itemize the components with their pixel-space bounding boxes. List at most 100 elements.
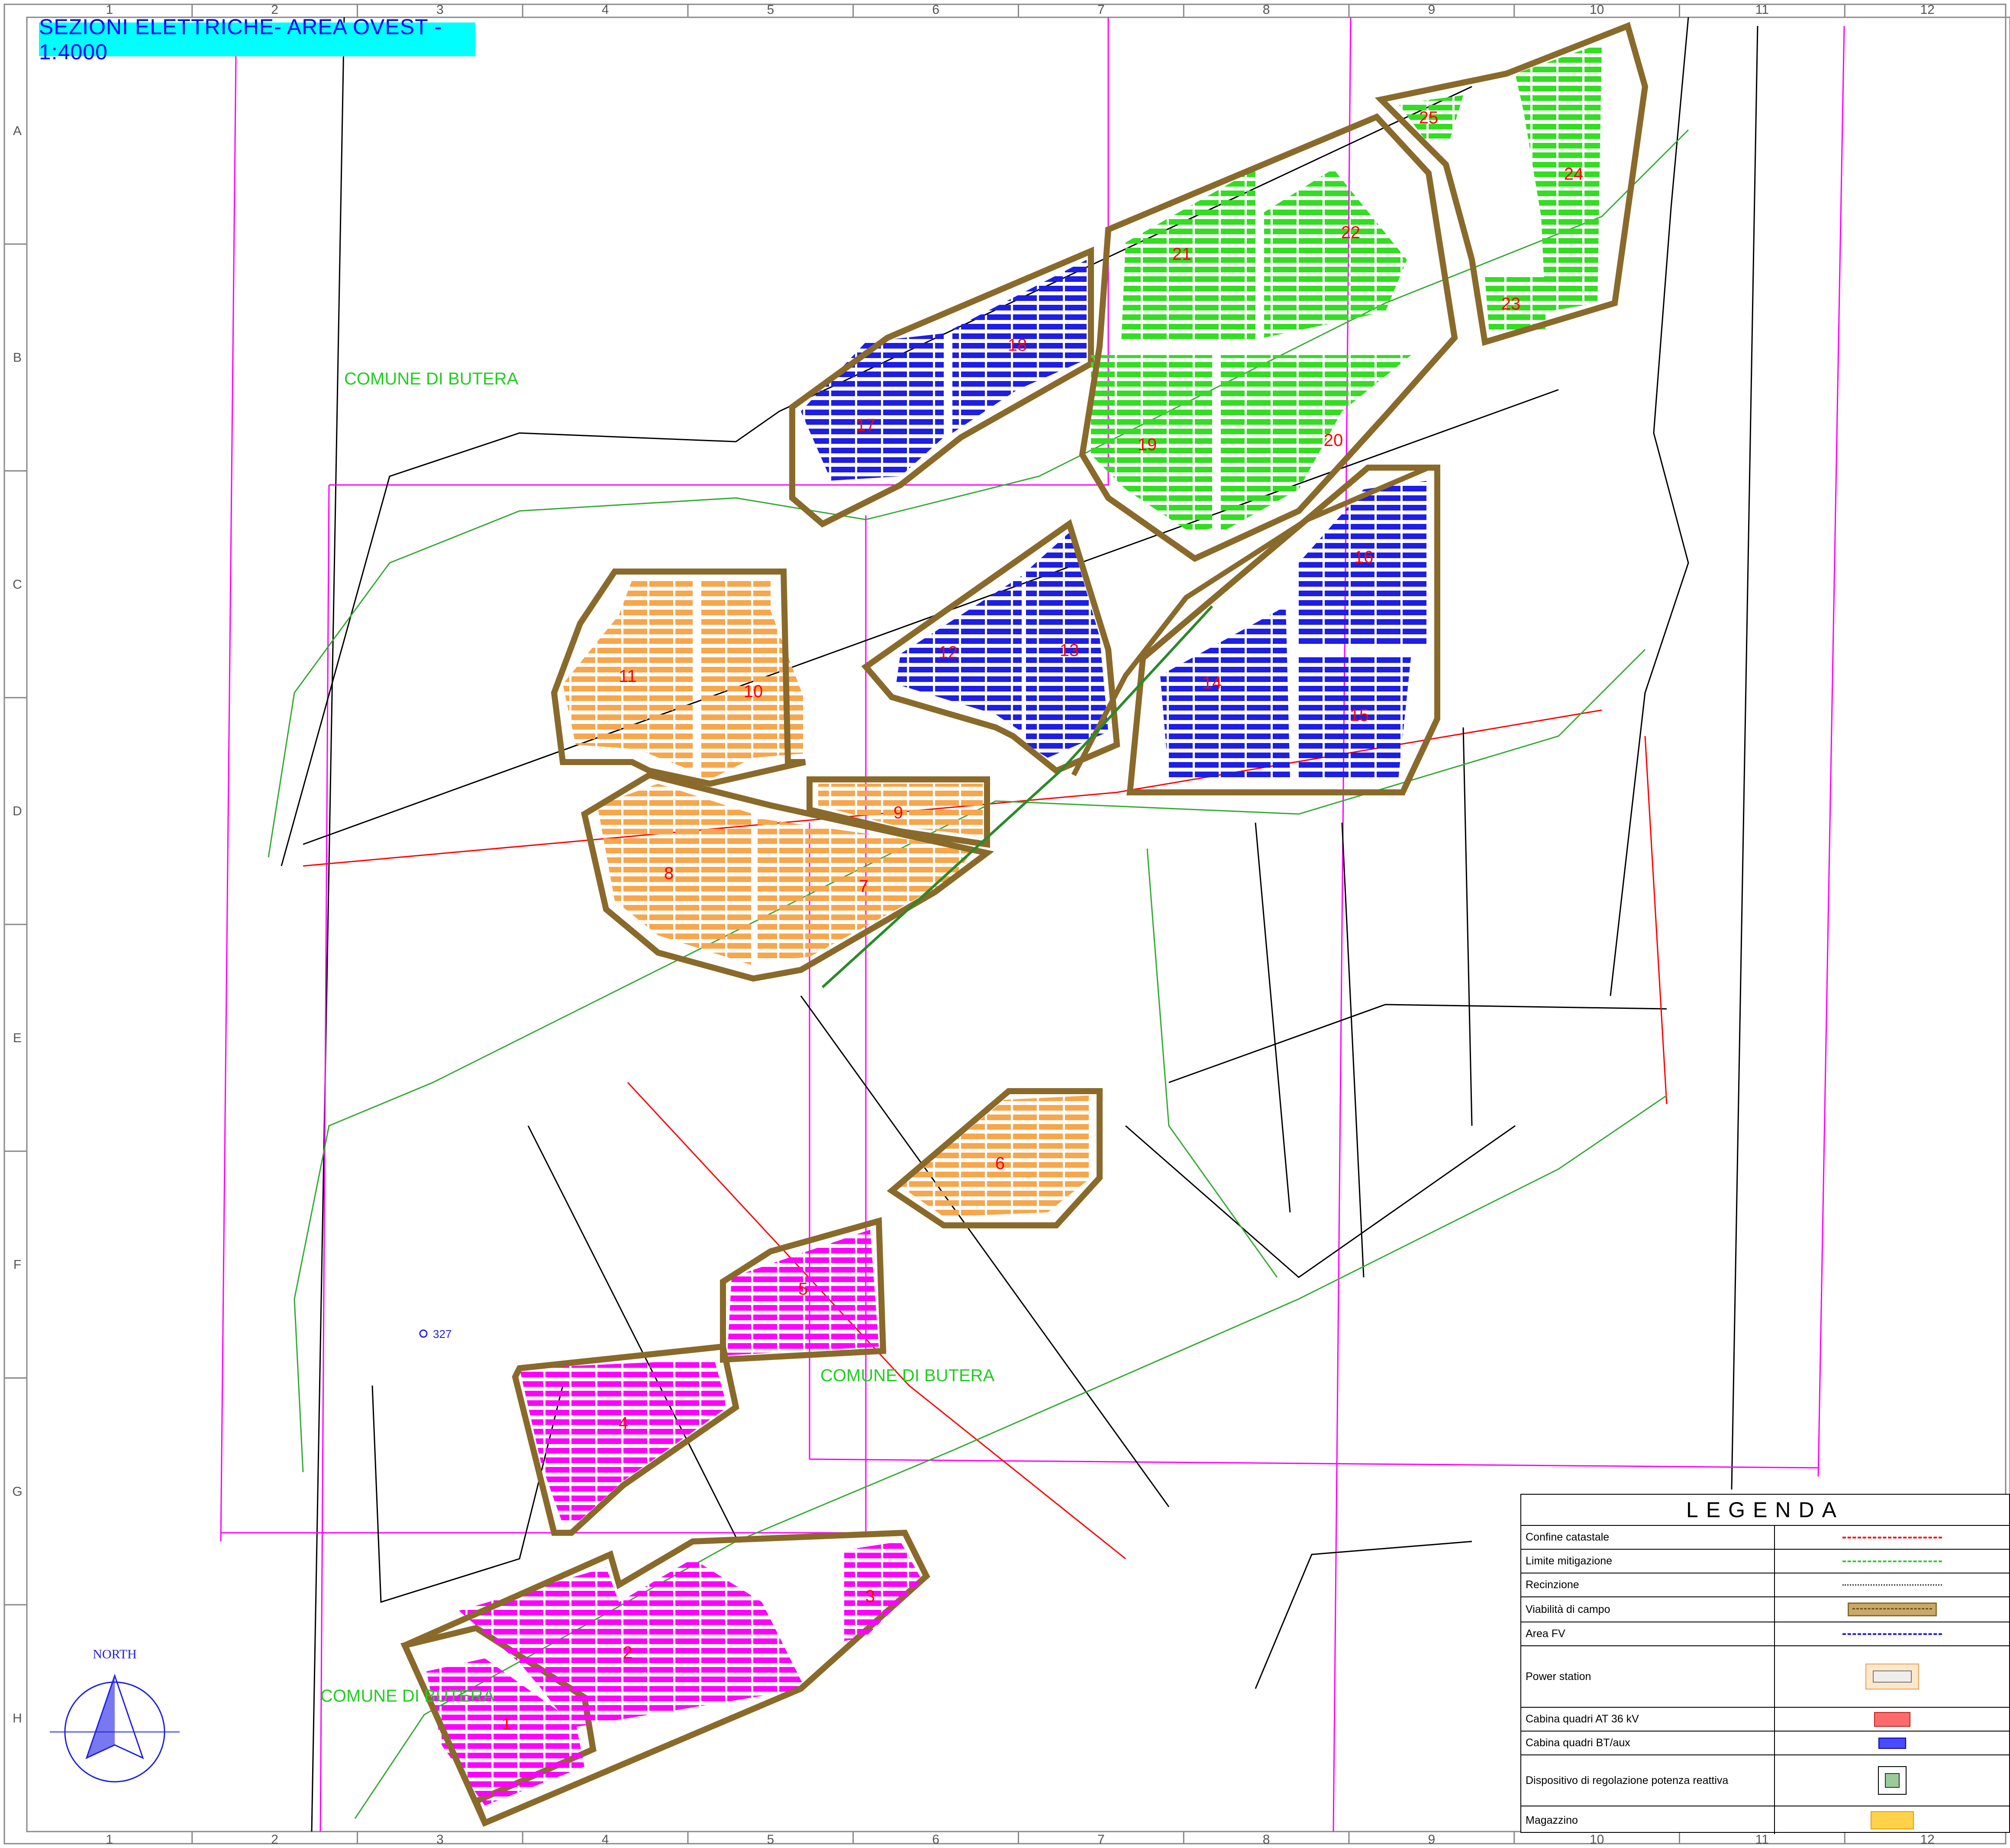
grid-row-label: A: [13, 124, 22, 138]
section-label-22: 22: [1341, 223, 1361, 242]
pv-section-20: [1221, 355, 1411, 533]
grid-row-label: B: [13, 351, 22, 365]
section-label-15: 15: [1350, 706, 1369, 725]
pv-section-9: [807, 776, 990, 848]
grid-row-label: D: [13, 804, 22, 818]
legend-row: Area FV: [1521, 1622, 2009, 1646]
svg-text:327: 327: [433, 1328, 452, 1341]
legend-row: Dispositivo di regolazione potenza reatt…: [1521, 1755, 2009, 1806]
section-label-12: 12: [939, 643, 958, 662]
legend: LEGENDA Confine catastale Limite mitigaz…: [1520, 1494, 2010, 1834]
pv-section-11: [551, 569, 806, 787]
pv-section-5: [720, 1217, 887, 1363]
municipality-labels: COMUNE DI BUTERA COMUNE DI BUTERA COMUNE…: [320, 369, 995, 1706]
grid-column-label: 8: [1263, 1832, 1270, 1847]
legend-label: Cabina quadri BT/aux: [1521, 1732, 1775, 1754]
section-label-2: 2: [623, 1643, 632, 1662]
grid-column-label: 6: [932, 3, 939, 17]
grid-column-label: 2: [271, 3, 278, 17]
pv-section-3: [844, 1541, 922, 1641]
legend-label: Power station: [1521, 1646, 1775, 1707]
pv-section-14: [1160, 606, 1290, 779]
legend-row: Cabina quadri AT 36 kV: [1521, 1708, 2009, 1732]
section-label-21: 21: [1172, 245, 1192, 264]
section-label-8: 8: [664, 864, 674, 883]
pv-section-18: [789, 246, 1094, 528]
section-label-16: 16: [1354, 548, 1374, 567]
municipality-label: COMUNE DI BUTERA: [344, 369, 519, 388]
red-dashed-line-icon: [1842, 1536, 1942, 1538]
legend-label: Viabilità di campo: [1521, 1597, 1775, 1622]
grid-row-label: E: [13, 1031, 22, 1045]
pv-section-13: [861, 519, 1120, 775]
legend-title: LEGENDA: [1521, 1495, 2009, 1526]
grid-column-label: 10: [1590, 3, 1604, 17]
map-title-text: SEZIONI ELETTRICHE- AREA OVEST - 1:4000: [39, 15, 442, 64]
legend-label: Area FV: [1521, 1622, 1775, 1645]
section-label-24: 24: [1564, 165, 1584, 184]
grid-column-label: 7: [1097, 3, 1105, 17]
power-station-icon: [1865, 1664, 1919, 1690]
legend-row: Cabina quadri BT/aux: [1521, 1732, 2009, 1755]
grid-row-label: H: [13, 1711, 22, 1725]
bt-cabin-icon: [1878, 1737, 1906, 1749]
legend-label: Confine catastale: [1521, 1526, 1775, 1549]
reactive-device-icon: [1878, 1766, 1907, 1795]
pv-section-16: [1126, 465, 1440, 795]
road-strip-icon: [1847, 1602, 1937, 1616]
legend-row: Magazzino: [1521, 1806, 2009, 1834]
svg-text:NORTH: NORTH: [93, 1647, 137, 1661]
legend-row: Limite mitigazione: [1521, 1550, 2009, 1573]
pv-section-24: [1374, 22, 1649, 346]
grid-column-label: 1: [106, 1832, 113, 1847]
section-label-25: 25: [1419, 108, 1439, 127]
warehouse-icon: [1870, 1811, 1914, 1829]
grid-column-label: 6: [932, 1832, 939, 1847]
pv-section-4: [512, 1343, 739, 1536]
pv-section-10: [701, 580, 805, 779]
section-label-9: 9: [894, 803, 903, 822]
grid-row-label: C: [13, 577, 22, 591]
section-label-7: 7: [859, 877, 868, 896]
grid-column-label: 2: [271, 1832, 278, 1847]
fence-line-icon: [1842, 1584, 1942, 1586]
grid-row-label: F: [13, 1258, 21, 1272]
pv-section-22: [1079, 113, 1458, 562]
grid-column-label: 3: [436, 1832, 444, 1847]
pv-section-23: [1485, 277, 1545, 333]
section-label-11: 11: [619, 667, 637, 686]
pv-section-19: [1091, 355, 1212, 533]
section-label-18: 18: [1008, 336, 1027, 355]
legend-label: Recinzione: [1521, 1573, 1775, 1596]
elevation-point: 327: [419, 1328, 452, 1341]
section-label-14: 14: [1203, 673, 1222, 692]
grid-column-label: 5: [767, 3, 774, 17]
section-label-17: 17: [856, 416, 876, 435]
section-label-4: 4: [619, 1414, 628, 1433]
grid-column-label: 12: [1920, 3, 1934, 17]
grid-column-label: 10: [1590, 1832, 1604, 1847]
section-label-5: 5: [798, 1279, 808, 1299]
municipality-label: COMUNE DI BUTERA: [320, 1686, 495, 1706]
pv-section-21: [1121, 169, 1255, 342]
grid-column-label: 3: [436, 3, 444, 17]
legend-label: Limite mitigazione: [1521, 1550, 1775, 1573]
pv-section-17: [801, 333, 944, 481]
pv-section-25: [1398, 95, 1463, 139]
map-frame: [3, 3, 2010, 1845]
grid-column-label: 1: [106, 3, 113, 17]
grid-column-label: 11: [1755, 3, 1769, 17]
north-arrow: NORTH: [50, 1647, 180, 1783]
legend-label: Cabina quadri AT 36 kV: [1521, 1708, 1775, 1731]
legend-row: Power station: [1521, 1646, 2009, 1708]
grid-column-label: 12: [1920, 1832, 1934, 1847]
grid-column-label: 11: [1755, 1832, 1769, 1847]
pv-section-7: [758, 818, 974, 961]
at-cabin-icon: [1874, 1712, 1910, 1727]
legend-label: Dispositivo di regolazione potenza reatt…: [1521, 1755, 1775, 1806]
legend-row: Viabilità di campo: [1521, 1597, 2009, 1622]
pv-section-12: [896, 576, 1022, 732]
section-label-6: 6: [995, 1154, 1005, 1173]
legend-row: Confine catastale: [1521, 1526, 2009, 1550]
